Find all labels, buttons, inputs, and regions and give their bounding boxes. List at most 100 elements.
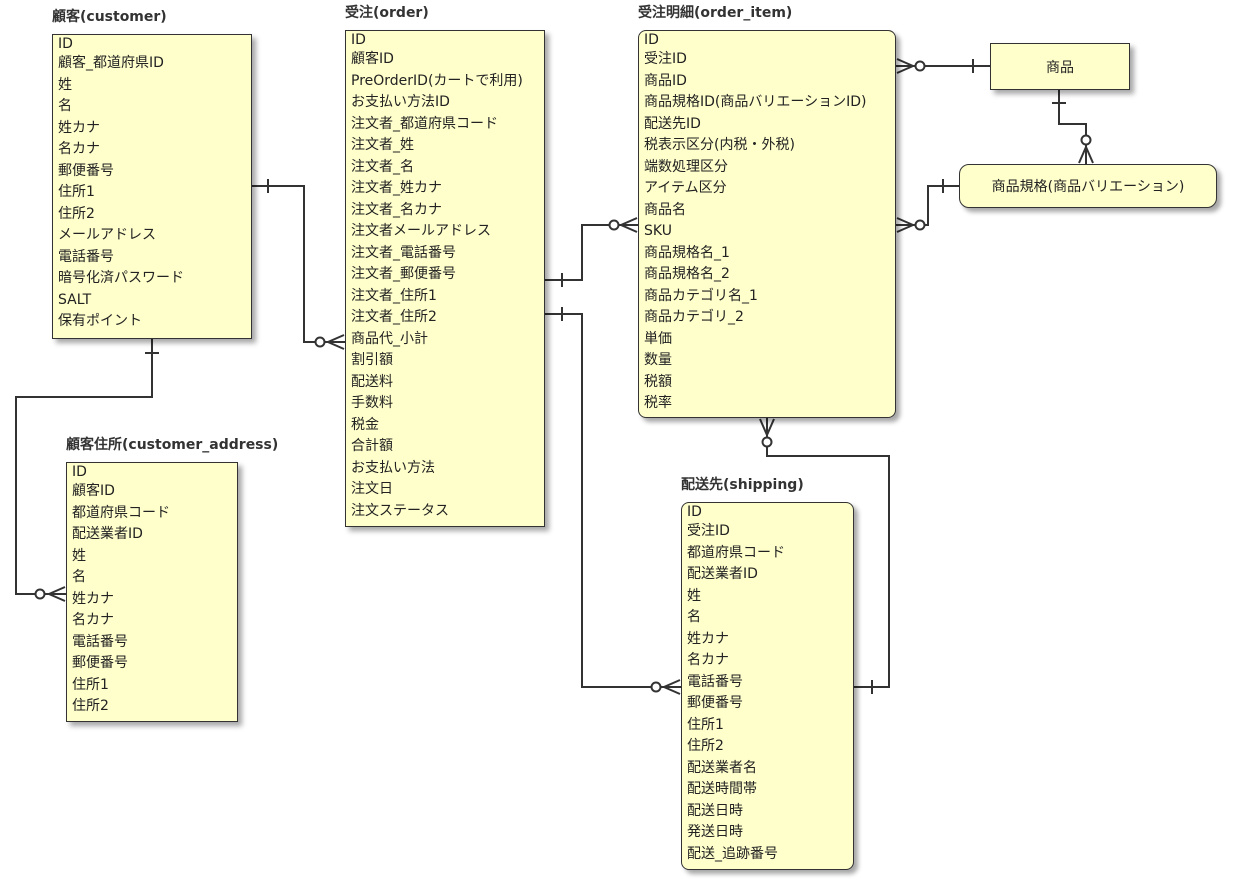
entity-field: 都道府県コード <box>72 504 170 521</box>
entity-field: 税率 <box>644 395 672 411</box>
entity-field: 数量 <box>644 352 672 368</box>
entity-field: 割引額 <box>351 352 393 368</box>
rel-product-class <box>1058 90 1087 164</box>
shipping-title: 配送先(shipping) <box>681 477 804 493</box>
entity-field: ID <box>58 36 73 52</box>
entity-field: 配送料 <box>351 373 393 390</box>
entity-field: 顧客ID <box>351 51 394 67</box>
entity-field: 商品名 <box>644 201 686 218</box>
zero-mark <box>761 436 773 448</box>
entity-field: 名カナ <box>58 141 100 157</box>
entity-field: 電話番号 <box>72 633 128 650</box>
entity-field: 注文者_住所2 <box>351 309 437 325</box>
entity-field: 名 <box>72 569 86 585</box>
entity-field: お支払い方法ID <box>351 94 450 110</box>
entity-field: 注文者_郵便番号 <box>351 266 456 282</box>
zero-mark <box>314 336 326 348</box>
entity-field: 注文ステータス <box>351 502 449 519</box>
many-mark <box>46 586 66 602</box>
entity-field: 顧客_都道府県ID <box>58 55 164 71</box>
entity-field: 注文者_住所1 <box>351 287 437 304</box>
entity-field: 手数料 <box>351 395 393 411</box>
entity-field: 住所2 <box>58 205 95 222</box>
entity-field: 注文日 <box>351 481 393 497</box>
entity-field: 住所2 <box>72 698 109 714</box>
entity-field: 保有ポイント <box>58 313 142 329</box>
entity-field: 配送業者ID <box>72 526 143 542</box>
entity-field: 端数処理区分 <box>644 158 728 175</box>
entity-field: 商品規格ID(商品バリエーションID) <box>644 94 867 110</box>
entity-field: 税金 <box>351 416 379 433</box>
entity-field: 商品規格名_1 <box>644 244 730 261</box>
customer-title: 顧客(customer) <box>52 9 167 25</box>
entity-field: 注文者_名 <box>351 158 414 175</box>
entity-field: 注文者_姓 <box>351 137 414 153</box>
entity-field: メールアドレス <box>58 227 156 243</box>
entity-field: 税額 <box>644 373 672 390</box>
entity-field: ID <box>687 504 702 520</box>
entity-field: 電話番号 <box>687 673 743 690</box>
rel-order-orderitem <box>545 224 638 281</box>
rel-customer-order <box>252 185 345 343</box>
entity-field: 住所1 <box>687 716 724 733</box>
many-mark <box>661 679 681 695</box>
entity-field: SKU <box>644 223 672 239</box>
rel-orderitem-class <box>896 185 959 226</box>
entity-field: SALT <box>58 291 92 308</box>
entity-field: 商品ID <box>644 72 687 89</box>
zero-mark <box>34 588 46 600</box>
entity-field: 税表示区分(内税・外税) <box>644 137 795 153</box>
entity-field: 住所1 <box>72 676 109 693</box>
entity-field: 名 <box>687 609 701 625</box>
entity-field: 電話番号 <box>58 248 114 265</box>
entity-field: 配送日時 <box>687 802 743 819</box>
zero-mark <box>650 681 662 693</box>
entity-field: 配送業者名 <box>687 759 757 776</box>
entity-field: 住所1 <box>58 184 95 200</box>
entity-field: 姓カナ <box>72 590 114 607</box>
entity-field: 注文者メールアドレス <box>351 223 491 239</box>
entity-field: 姓 <box>72 547 86 564</box>
entity-field: 配送先ID <box>644 115 701 132</box>
order-title: 受注(order) <box>345 5 429 21</box>
many-mark <box>896 58 916 74</box>
zero-mark <box>914 219 926 231</box>
product-class-entity[interactable]: 商品規格(商品バリエーション) <box>959 164 1217 208</box>
order-item-title: 受注明細(order_item) <box>638 5 793 21</box>
entity-field: 注文者_電話番号 <box>351 244 456 261</box>
entity-field: ID <box>72 464 87 480</box>
entity-field: 名 <box>58 98 72 114</box>
entity-field: 顧客ID <box>72 483 115 499</box>
entity-field: 名カナ <box>687 652 729 668</box>
many-mark <box>1078 144 1094 164</box>
entity-field: 配送時間帯 <box>687 781 757 797</box>
entity-field: 姓 <box>58 76 72 93</box>
entity-field: 商品代_小計 <box>351 330 428 347</box>
entity-field: 合計額 <box>351 438 393 454</box>
entity-field: 名カナ <box>72 612 114 628</box>
zero-mark <box>914 60 926 72</box>
many-mark <box>896 217 916 233</box>
customer-address-title: 顧客住所(customer_address) <box>66 437 279 453</box>
entity-field: 配送業者ID <box>687 566 758 582</box>
entity-field: 姓カナ <box>58 119 100 136</box>
many-mark <box>618 217 638 233</box>
entity-field: 注文者_名カナ <box>351 201 442 218</box>
entity-field: 注文者_都道府県コード <box>351 115 498 132</box>
entity-field: 配送_追跡番号 <box>687 845 778 862</box>
entity-field: 都道府県コード <box>687 544 785 561</box>
entity-field: ID <box>644 32 659 48</box>
entity-field: 暗号化済パスワード <box>58 270 184 286</box>
product-entity[interactable]: 商品 <box>990 43 1130 90</box>
zero-mark <box>1080 134 1092 146</box>
customer-entity[interactable]: ID 顧客_都道府県ID 姓名姓カナ名カナ郵便番号住所1 住所2 メールアドレス電話番号… <box>52 34 252 339</box>
entity-field: 郵便番号 <box>58 162 114 179</box>
entity-field: 商品カテゴリ_2 <box>644 309 744 325</box>
entity-field: 単価 <box>644 330 672 347</box>
entity-field: お支払い方法 <box>351 459 435 476</box>
entity-field: PreOrderID(カートで利用) <box>351 72 523 89</box>
